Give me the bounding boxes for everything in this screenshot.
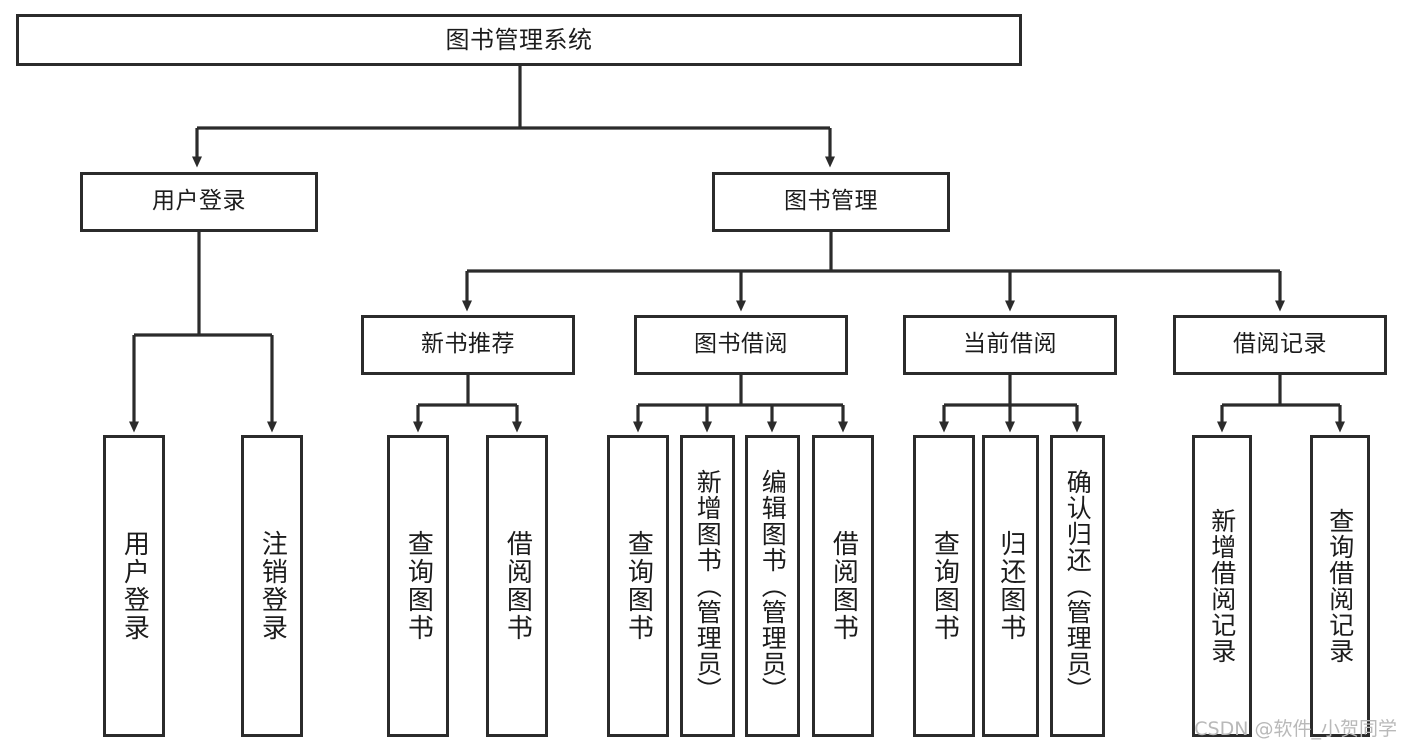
node-label: 确认归还（管理员） — [1063, 469, 1093, 703]
node-label: 用户登录 — [152, 188, 246, 215]
node-borrow-record[interactable]: 借阅记录 — [1173, 315, 1387, 375]
node-label: 图书借阅 — [694, 331, 788, 358]
node-label: 当前借阅 — [963, 331, 1057, 358]
leaf-query-book-current[interactable]: 查询图书 — [913, 435, 975, 737]
node-label: 查询图书 — [929, 530, 960, 642]
leaf-add-borrow-record[interactable]: 新增借阅记录 — [1192, 435, 1252, 737]
node-current-borrow[interactable]: 当前借阅 — [903, 315, 1117, 375]
node-label: 查询图书 — [403, 530, 434, 642]
leaf-borrow-book-recommend[interactable]: 借阅图书 — [486, 435, 548, 737]
node-label: 用户登录 — [119, 530, 150, 642]
node-book-management[interactable]: 图书管理 — [712, 172, 950, 232]
leaf-query-book-borrow[interactable]: 查询图书 — [607, 435, 669, 737]
leaf-query-book-recommend[interactable]: 查询图书 — [387, 435, 449, 737]
node-label: 新增借阅记录 — [1207, 508, 1237, 664]
node-label: 查询借阅记录 — [1325, 508, 1355, 664]
node-label: 新书推荐 — [421, 331, 515, 358]
node-label: 借阅图书 — [828, 530, 859, 642]
leaf-borrow-book[interactable]: 借阅图书 — [812, 435, 874, 737]
node-label: 归还图书 — [995, 530, 1026, 642]
node-label: 借阅记录 — [1233, 331, 1327, 358]
node-label: 借阅图书 — [502, 530, 533, 642]
node-book-borrow[interactable]: 图书借阅 — [634, 315, 848, 375]
node-label: 查询图书 — [623, 530, 654, 642]
leaf-user-login[interactable]: 用户登录 — [103, 435, 165, 737]
node-root-system[interactable]: 图书管理系统 — [16, 14, 1022, 66]
leaf-confirm-return-admin[interactable]: 确认归还（管理员） — [1050, 435, 1105, 737]
node-label: 编辑图书（管理员） — [758, 469, 788, 703]
node-label: 图书管理 — [784, 188, 878, 215]
node-label: 新增图书（管理员） — [693, 469, 723, 703]
leaf-logout[interactable]: 注销登录 — [241, 435, 303, 737]
leaf-add-book-admin[interactable]: 新增图书（管理员） — [680, 435, 735, 737]
node-label: 注销登录 — [257, 530, 288, 642]
leaf-query-borrow-record[interactable]: 查询借阅记录 — [1310, 435, 1370, 737]
node-user-login[interactable]: 用户登录 — [80, 172, 318, 232]
node-new-book-recommend[interactable]: 新书推荐 — [361, 315, 575, 375]
watermark-text: CSDN @软件_小贺同学 — [1194, 718, 1397, 740]
leaf-return-book[interactable]: 归还图书 — [982, 435, 1039, 737]
node-label: 图书管理系统 — [445, 25, 593, 54]
leaf-edit-book-admin[interactable]: 编辑图书（管理员） — [745, 435, 800, 737]
